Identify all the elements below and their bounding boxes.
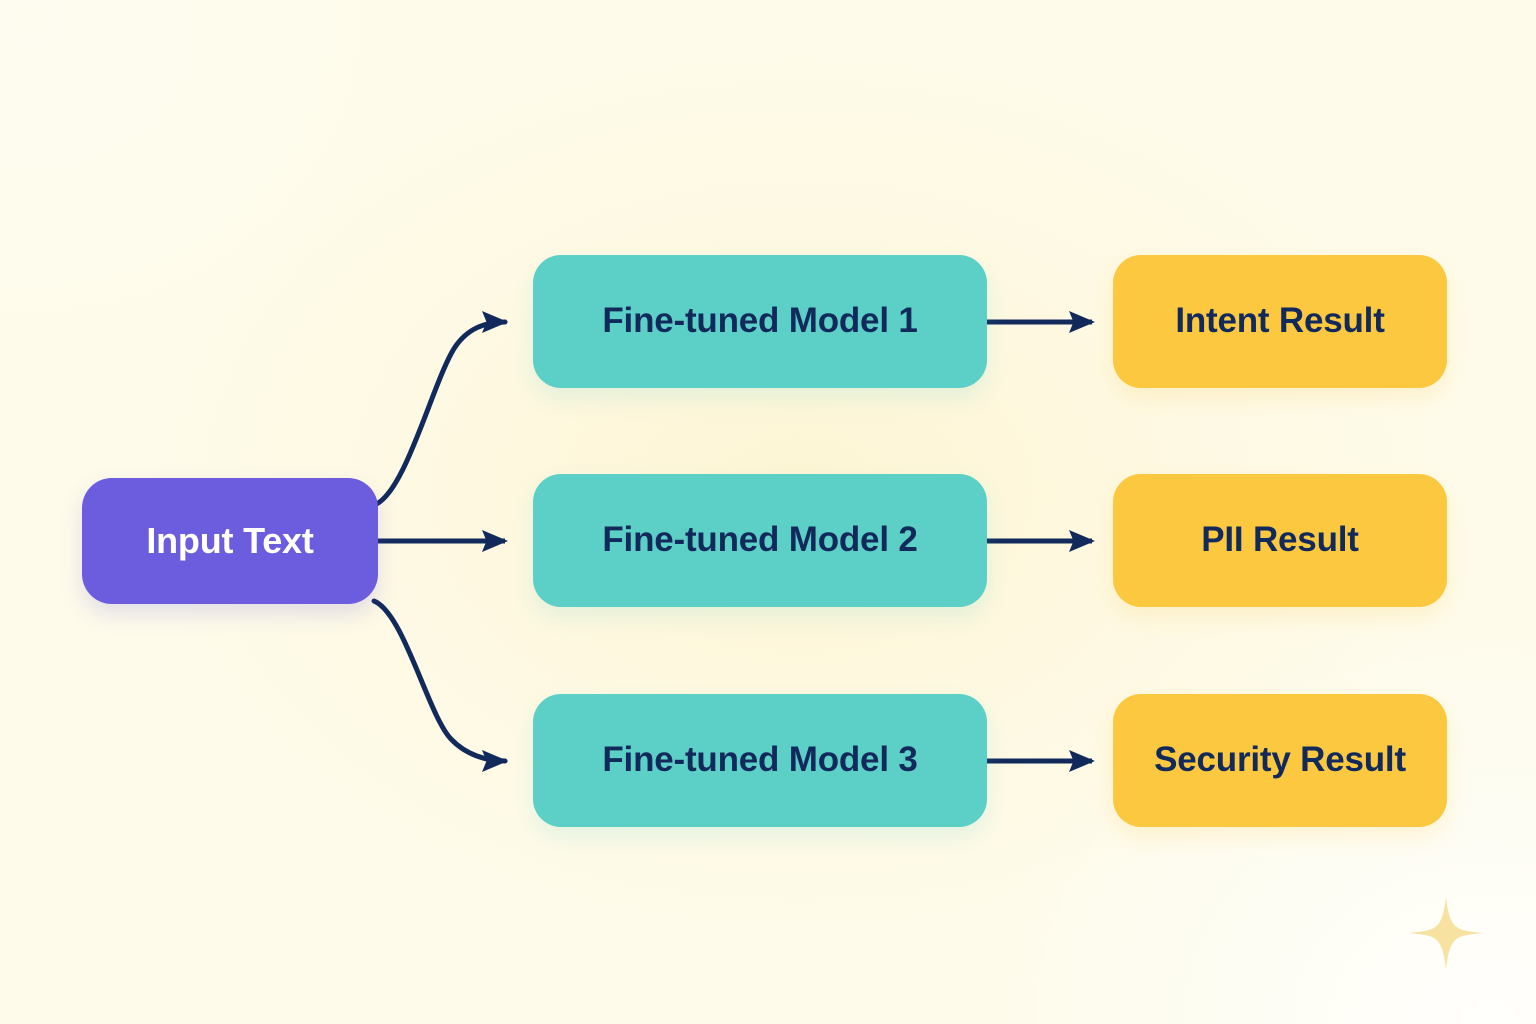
node-fine-tuned-model-3-label: Fine-tuned Model 3 <box>602 740 918 780</box>
node-fine-tuned-model-3[interactable]: Fine-tuned Model 3 <box>533 694 987 827</box>
node-fine-tuned-model-1-label: Fine-tuned Model 1 <box>602 301 918 341</box>
node-fine-tuned-model-1[interactable]: Fine-tuned Model 1 <box>533 255 987 388</box>
node-pii-result[interactable]: PII Result <box>1113 474 1447 607</box>
node-fine-tuned-model-2-label: Fine-tuned Model 2 <box>602 520 918 560</box>
edge-input-to-model-3 <box>371 598 509 772</box>
node-pii-result-label: PII Result <box>1201 520 1359 560</box>
node-intent-result[interactable]: Intent Result <box>1113 255 1447 388</box>
node-input-text[interactable]: Input Text <box>82 478 378 604</box>
node-intent-result-label: Intent Result <box>1175 301 1385 341</box>
sparkle-icon <box>1409 896 1483 970</box>
node-security-result-label: Security Result <box>1154 740 1406 780</box>
node-fine-tuned-model-2[interactable]: Fine-tuned Model 2 <box>533 474 987 607</box>
node-input-text-label: Input Text <box>146 520 314 562</box>
node-security-result[interactable]: Security Result <box>1113 694 1447 827</box>
edge-input-to-model-1 <box>371 311 509 508</box>
